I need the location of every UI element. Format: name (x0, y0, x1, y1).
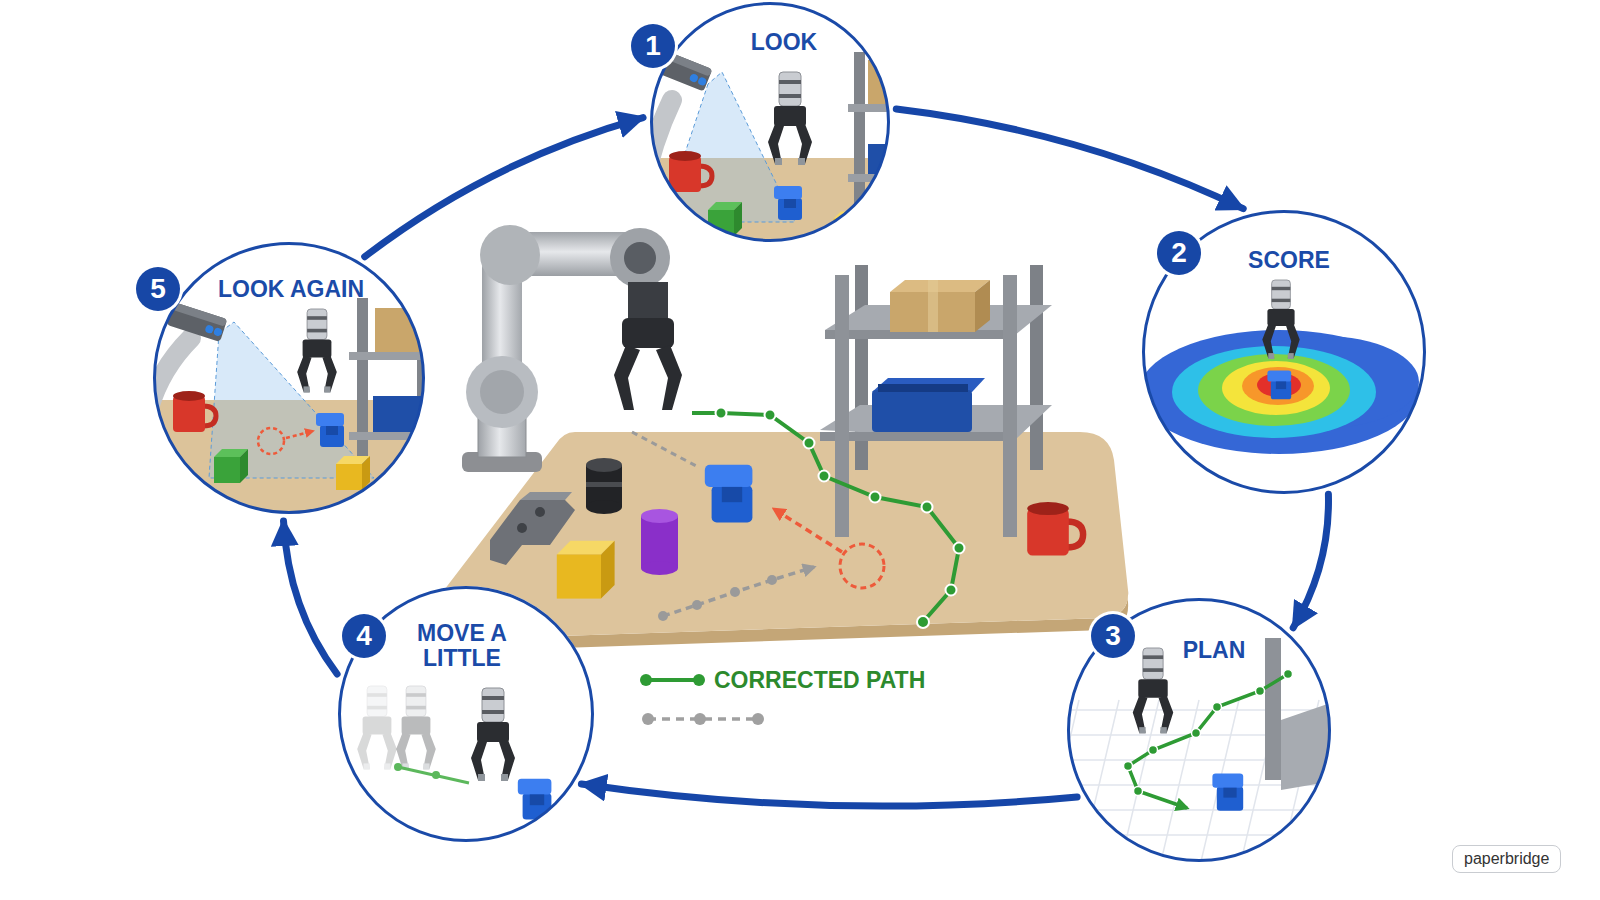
step-number: 4 (342, 614, 386, 658)
step-title: LOOK AGAIN (218, 277, 364, 302)
cycle-arrow (1293, 494, 1328, 628)
step-number: 2 (1157, 231, 1201, 275)
step-circle: 2 SCORE (1142, 210, 1426, 494)
step-title: MOVE A LITTLE (407, 621, 517, 671)
cycle-arrow (365, 118, 643, 257)
step-circle: 3PLAN (1067, 598, 1331, 862)
legend-label: CORRECTED PATH (714, 667, 925, 694)
step-number: 1 (631, 24, 675, 68)
cycle-arrow (284, 521, 338, 674)
step-circle: 4 MOVE A LITTLE (338, 586, 594, 842)
step-circle: 1LOOK (650, 2, 890, 242)
step-number: 3 (1091, 614, 1135, 658)
step-number: 5 (136, 267, 180, 311)
step-circle: 5LOOK AGAIN (153, 242, 425, 514)
cycle-arrow (896, 109, 1243, 209)
step-title: SCORE (1248, 248, 1330, 273)
step-title: PLAN (1183, 638, 1246, 663)
step-title: LOOK (751, 30, 817, 55)
watermark: paperbridge (1452, 845, 1561, 873)
cycle-arrow (581, 784, 1077, 806)
